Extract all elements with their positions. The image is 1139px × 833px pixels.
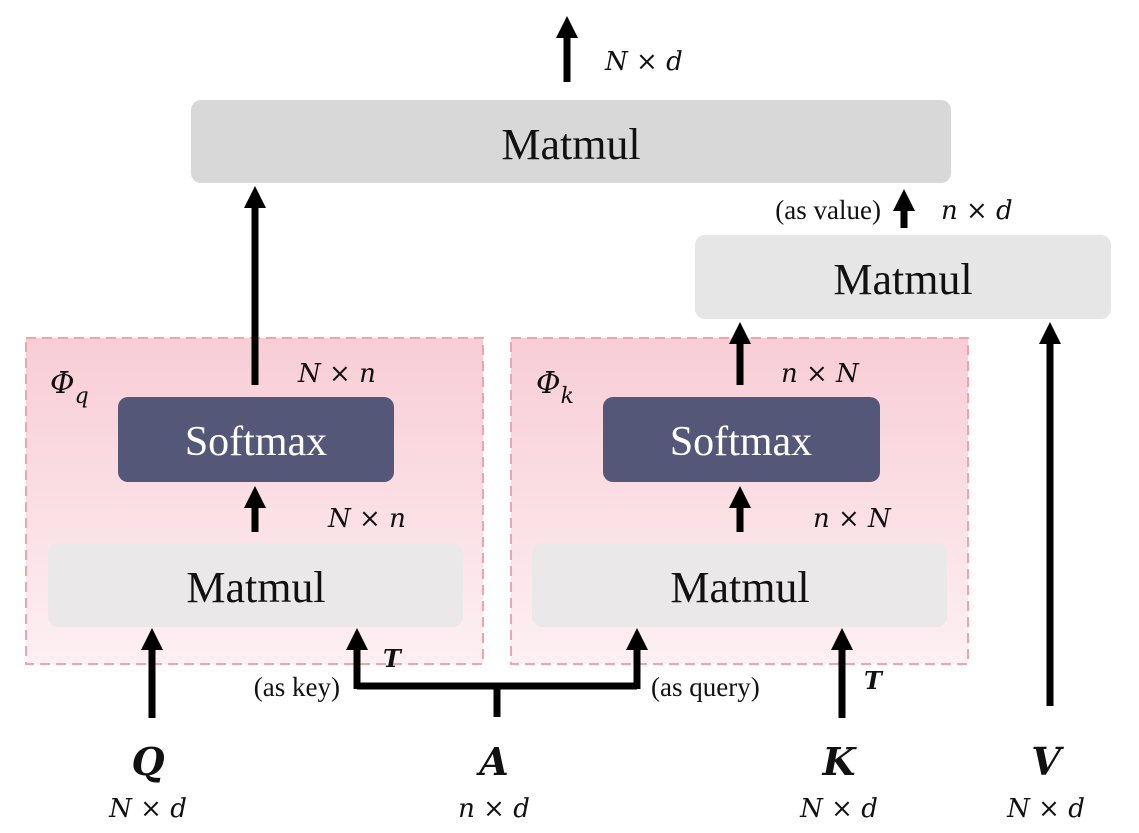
as-value-dim: n × d xyxy=(941,196,1013,226)
output-arrow-head xyxy=(556,16,578,38)
left-softmax-label: Softmax xyxy=(185,419,327,465)
right-matmul-label: Matmul xyxy=(833,255,972,304)
as-query-label: (as query) xyxy=(651,672,760,702)
q-input-arrow-head xyxy=(141,628,163,650)
left-softmax-out-dim: N × n xyxy=(297,359,376,389)
mid-matmul-label: Matmul xyxy=(670,563,809,612)
phi-q-subscript: q xyxy=(75,384,89,409)
input-q-dim: N × d xyxy=(108,794,187,824)
mid-softmax-in-dim: n × N xyxy=(813,504,892,534)
input-q-symbol: Q xyxy=(131,739,164,784)
left-matmul-label: Matmul xyxy=(186,563,325,612)
phi-k-label: Φk xyxy=(536,366,574,409)
mid-matmul-block xyxy=(532,543,947,627)
mid-matmul-to-softmax-arrow-head xyxy=(729,486,751,508)
left-softmax-block xyxy=(118,397,394,482)
mid-softmax-out-dim: n × N xyxy=(781,359,860,389)
input-v-dim: N × d xyxy=(1006,794,1085,824)
phi-k-subscript: k xyxy=(561,384,574,409)
left-softmax-to-top-arrow-head xyxy=(244,186,266,208)
left-matmul-block xyxy=(48,543,463,627)
input-a-dim: n × d xyxy=(458,794,530,824)
input-k-symbol: K xyxy=(821,739,857,784)
right-matmul-block xyxy=(695,235,1111,319)
as-key-label: (as key) xyxy=(254,672,340,702)
left-matmul-to-softmax-arrow-head xyxy=(244,486,266,508)
mid-softmax-block xyxy=(603,397,880,482)
transpose-k-label: T xyxy=(864,666,884,695)
as-value-arrow-head xyxy=(893,189,915,211)
phi-q-symbol: Φ xyxy=(50,366,75,401)
input-v-symbol: V xyxy=(1031,739,1064,784)
phi-k-symbol: Φ xyxy=(536,366,561,401)
as-value-label: (as value) xyxy=(775,195,881,225)
k-input-arrow-head xyxy=(831,628,853,650)
transpose-a-label: T xyxy=(383,644,403,673)
top-matmul-block xyxy=(191,100,951,183)
v-input-arrow-head xyxy=(1039,322,1061,344)
left-softmax-in-dim: N × n xyxy=(327,504,406,534)
mid-softmax-label: Softmax xyxy=(670,419,812,465)
top-matmul-label: Matmul xyxy=(501,120,640,169)
a-query-arrow-head xyxy=(626,628,648,650)
input-a-symbol: A xyxy=(476,739,508,784)
a-key-arrow-head xyxy=(346,628,368,650)
right-matmul-to-top-arrow-head xyxy=(729,322,751,344)
phi-q-label: Φq xyxy=(50,366,89,409)
arrows xyxy=(141,16,1061,718)
a-connector xyxy=(353,650,641,717)
input-k-dim: N × d xyxy=(799,794,878,824)
output-dim: N × d xyxy=(604,47,683,77)
